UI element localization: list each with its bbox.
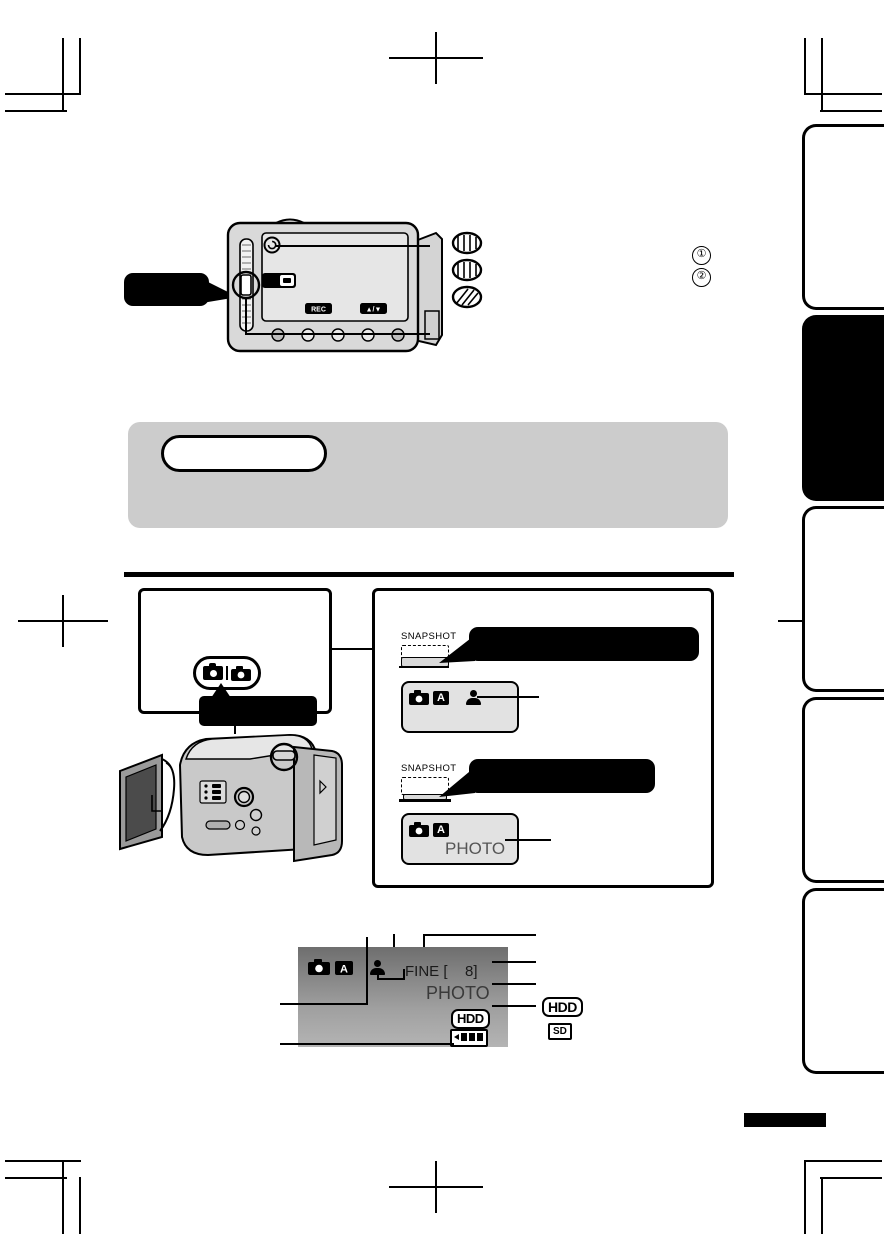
snapshot-button-base-1 bbox=[399, 666, 449, 668]
person-detect-icon bbox=[465, 690, 481, 705]
leader-line-person-icon bbox=[477, 696, 539, 698]
crop-mark-br-v1 bbox=[804, 1160, 806, 1234]
side-tab-4[interactable] bbox=[802, 697, 884, 883]
auto-mode-icon: A bbox=[433, 822, 449, 837]
top-figure-callout bbox=[124, 273, 209, 306]
leader-person-h bbox=[280, 1003, 368, 1005]
crop-mark-br-h1 bbox=[806, 1160, 882, 1162]
crop-mark-tl-v1 bbox=[62, 38, 64, 112]
snapshot-label-2: SNAPSHOT bbox=[401, 763, 457, 774]
legend-sd-badge: SD bbox=[548, 1023, 572, 1040]
leader-remaining bbox=[492, 961, 536, 963]
photo-mode-icon bbox=[409, 690, 429, 705]
lcd-preview-2: A PHOTO bbox=[401, 813, 519, 865]
leader-line-power bbox=[275, 245, 430, 247]
crop-mark-tr-v2 bbox=[821, 38, 823, 112]
snapshot-examples-panel: SNAPSHOT A SNAPSHOT bbox=[372, 588, 714, 888]
side-tab-2[interactable] bbox=[802, 315, 884, 501]
crop-mark-br-v2 bbox=[821, 1177, 823, 1234]
connector-left-to-right-panel bbox=[332, 648, 372, 650]
step-number-2: ② bbox=[692, 268, 711, 287]
crop-mark-tl-v2 bbox=[79, 38, 81, 95]
crop-mark-bl-v1 bbox=[62, 1160, 64, 1234]
leader-line-hinge-v bbox=[245, 297, 247, 335]
note-box-pill bbox=[161, 435, 327, 472]
snapshot-callout-pointer-2 bbox=[439, 767, 475, 797]
leader-line-hinge bbox=[246, 333, 430, 335]
hand-press-icon-1 bbox=[451, 231, 483, 255]
section-divider bbox=[124, 572, 734, 577]
leader-tick bbox=[234, 730, 236, 734]
note-box bbox=[128, 422, 728, 528]
crop-mark-tr-v1 bbox=[804, 38, 806, 95]
mode-switch-pill[interactable] bbox=[193, 656, 261, 690]
crop-mark-tl-h1 bbox=[5, 93, 81, 95]
crop-mark-bl-h1 bbox=[5, 1160, 81, 1162]
snapshot-button-base-2 bbox=[399, 799, 451, 802]
side-tab-3[interactable] bbox=[802, 506, 884, 692]
top-figure: REC ▲/▼ bbox=[110, 215, 740, 390]
footer-black-bar bbox=[744, 1113, 826, 1127]
side-tab-1[interactable] bbox=[802, 124, 884, 310]
photo-mode-icon bbox=[231, 665, 251, 681]
mode-switch-separator bbox=[226, 666, 228, 680]
photo-mode-icon bbox=[308, 959, 330, 975]
battery-arrow bbox=[454, 1034, 459, 1040]
svg-text:A: A bbox=[340, 964, 348, 976]
reg-cross-top-v bbox=[435, 32, 437, 84]
crop-mark-tr-h2 bbox=[820, 110, 882, 112]
hand-slide-icon-3 bbox=[451, 285, 483, 309]
mode-switch-callout-pointer bbox=[209, 683, 233, 701]
leader-media-badge bbox=[492, 1005, 536, 1007]
legend-hdd-badge: HDD bbox=[542, 997, 583, 1017]
snapshot-label-1: SNAPSHOT bbox=[401, 631, 457, 642]
mode-switch-panel bbox=[138, 588, 332, 726]
auto-mode-icon: A bbox=[433, 690, 449, 705]
snapshot-callout-pointer-1 bbox=[439, 635, 475, 663]
video-mode-icon bbox=[203, 663, 223, 680]
reg-cross-bottom-v bbox=[435, 1161, 437, 1213]
lcd-preview-1: A bbox=[401, 681, 519, 733]
auto-mode-icon: A bbox=[335, 961, 353, 976]
reg-cross-left-v bbox=[62, 595, 64, 647]
crop-mark-bl-h2 bbox=[5, 1177, 67, 1179]
battery-cells bbox=[461, 1033, 483, 1041]
step-number-1: ① bbox=[692, 246, 711, 265]
camcorder-lcd-illustration: REC ▲/▼ bbox=[226, 218, 443, 353]
crop-mark-br-h2 bbox=[820, 1177, 882, 1179]
battery-indicator bbox=[450, 1029, 488, 1047]
face-detect-bracket bbox=[377, 969, 405, 980]
camcorder-body-illustration bbox=[119, 733, 343, 863]
bottom-display-screen: A FINE [ 8] PHOTO HDD bbox=[298, 947, 508, 1047]
crop-mark-tl-h2 bbox=[5, 110, 67, 112]
hand-press-icon-2 bbox=[451, 258, 483, 282]
leader-mode-text bbox=[492, 983, 536, 985]
photo-mode-icon bbox=[409, 822, 429, 837]
quality-label: FINE [ bbox=[405, 963, 448, 980]
leader-person-v bbox=[366, 937, 368, 1005]
leader-count-h bbox=[423, 934, 536, 936]
snapshot-callout-2 bbox=[469, 759, 655, 793]
crop-mark-tr-h1 bbox=[806, 93, 882, 95]
bottom-display-figure: A FINE [ 8] PHOTO HDD HDD SD bbox=[280, 905, 610, 1065]
crop-mark-bl-v2 bbox=[79, 1177, 81, 1234]
leader-line-photo-text bbox=[505, 839, 551, 841]
remaining-count: 8] bbox=[465, 963, 478, 980]
svg-text:▲/▼: ▲/▼ bbox=[366, 307, 382, 314]
connector-panel-to-camera bbox=[234, 714, 236, 732]
media-badge-hdd: HDD bbox=[451, 1009, 490, 1029]
leader-battery-h bbox=[280, 1043, 454, 1045]
svg-text:REC: REC bbox=[311, 307, 326, 314]
lcd-preview-2-text: PHOTO bbox=[445, 839, 506, 858]
snapshot-callout-1 bbox=[469, 627, 699, 661]
side-tab-5[interactable] bbox=[802, 888, 884, 1074]
mode-text: PHOTO bbox=[426, 983, 490, 1003]
